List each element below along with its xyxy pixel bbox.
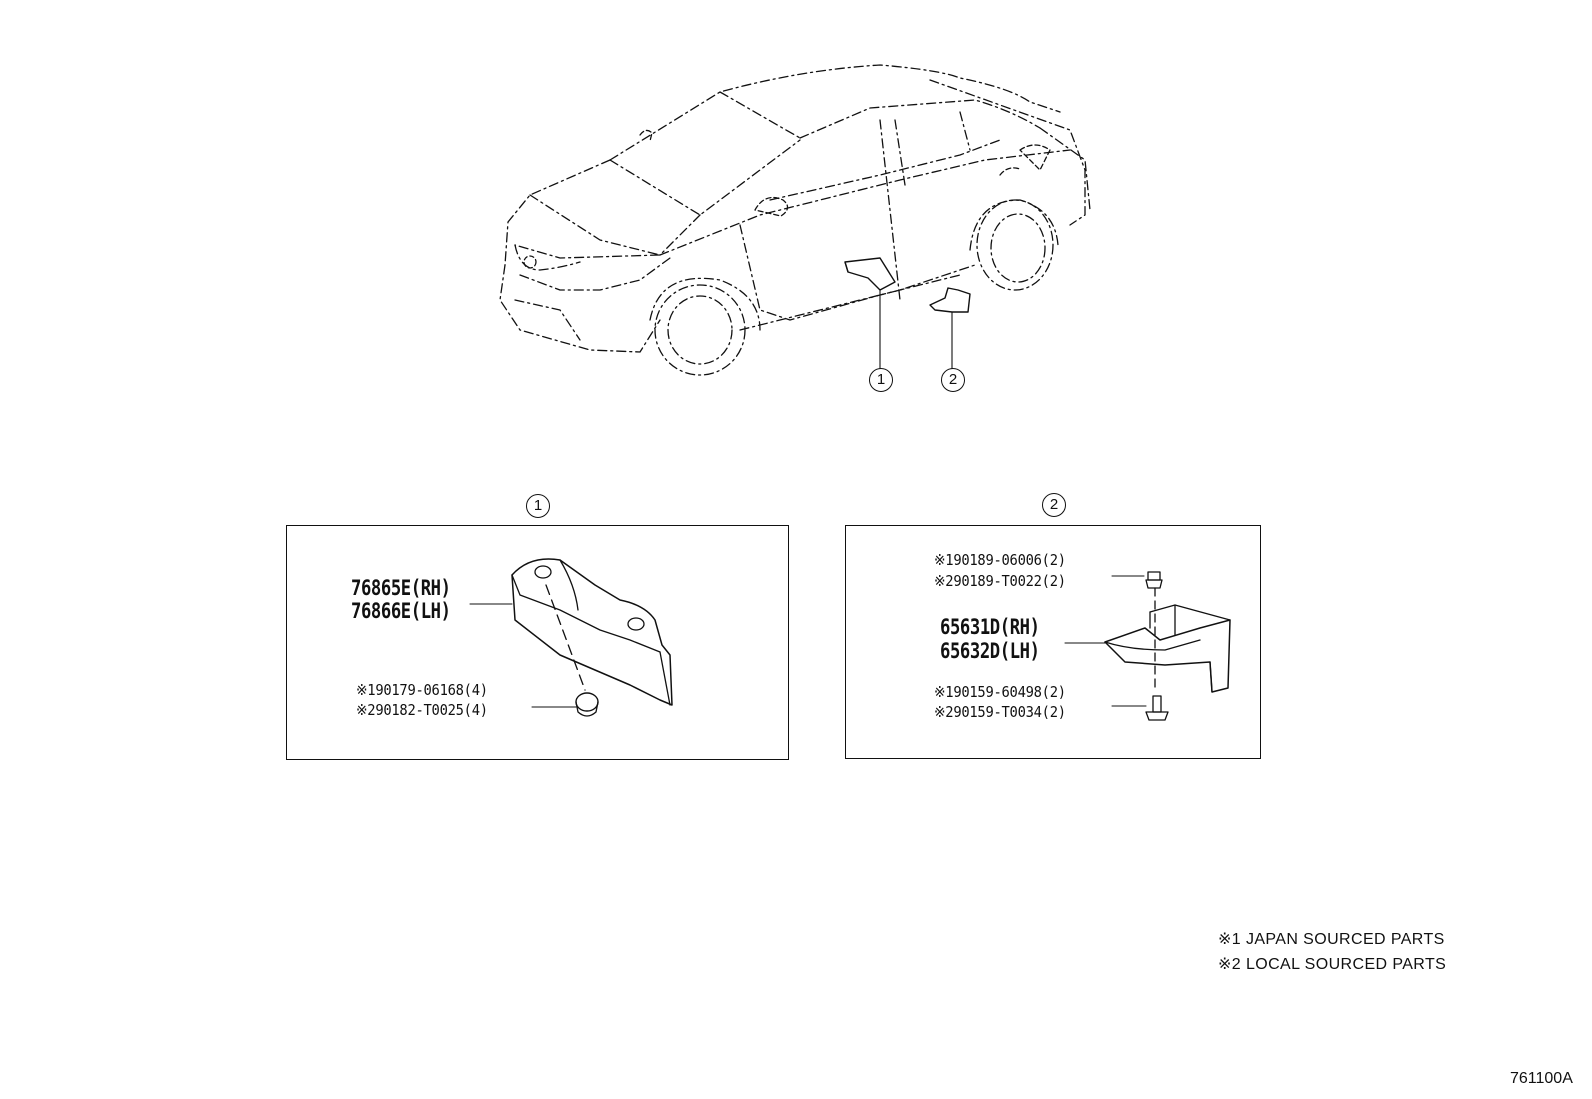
- callout-2-car-number: 2: [948, 371, 958, 388]
- panel2-top-fastener-japan: ※190189-06006(2): [934, 551, 1066, 569]
- panel1-part-drawing: [469, 558, 673, 717]
- panel2-box: [845, 525, 1261, 759]
- panel2-callout-number: 2: [1049, 496, 1059, 513]
- diagram-code: 761100A: [1510, 1070, 1573, 1087]
- panel2-part-rh: 65631D(RH): [940, 615, 1040, 639]
- panel1-part-lh: 76866E(LH): [351, 599, 451, 623]
- panel2-callout: 2: [1042, 493, 1066, 517]
- car-illustration: [499, 64, 1091, 376]
- panel1-fastener-local: ※290182-T0025(4): [356, 701, 488, 719]
- panel1-callout-number: 1: [533, 497, 543, 514]
- panel1-fastener-japan: ※190179-06168(4): [356, 681, 488, 699]
- panel2-top-fastener-local: ※290189-T0022(2): [934, 572, 1066, 590]
- panel2-bottom-fastener-japan: ※190159-60498(2): [934, 683, 1066, 701]
- panel1-part-rh: 76865E(RH): [351, 576, 451, 600]
- panel2-bottom-fastener-local: ※290159-T0034(2): [934, 703, 1066, 721]
- legend-japan-sourced: ※1 JAPAN SOURCED PARTS: [1218, 931, 1445, 948]
- panel1-callout: 1: [526, 494, 550, 518]
- callout-1-car-number: 1: [876, 371, 886, 388]
- legend-local-sourced: ※2 LOCAL SOURCED PARTS: [1218, 956, 1447, 973]
- panel2-part-lh: 65632D(LH): [940, 639, 1040, 663]
- callout-1-car: 1: [869, 368, 893, 392]
- panel1-box: [286, 525, 789, 760]
- callout-2-car: 2: [941, 368, 965, 392]
- panel2-part-drawing: [1064, 571, 1231, 721]
